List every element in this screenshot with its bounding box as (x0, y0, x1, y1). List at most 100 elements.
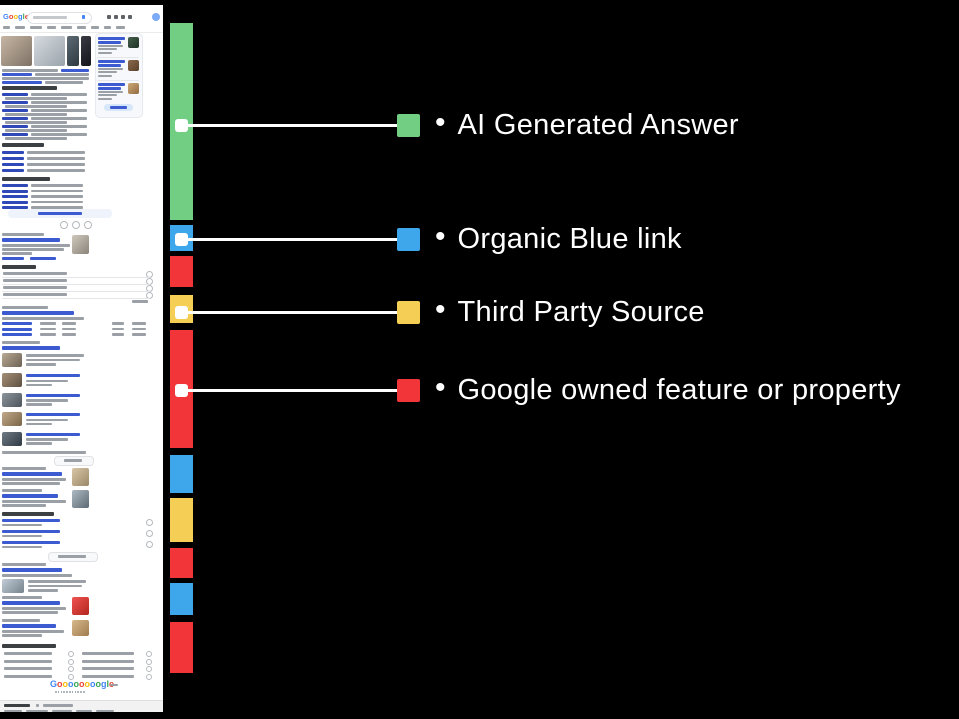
skeleton-line (26, 383, 52, 386)
skeleton-line (60, 691, 63, 693)
skeleton-line (77, 691, 79, 693)
legend-bullet: • (435, 106, 446, 139)
skeleton-line (31, 109, 87, 112)
skeleton-line (80, 691, 82, 693)
google-logo: Google (3, 12, 29, 21)
avatar (152, 13, 160, 21)
skeleton-line (132, 322, 146, 325)
skeleton-line (5, 97, 67, 100)
skeleton-line (2, 169, 24, 173)
video-thumbnail (2, 412, 22, 426)
chevron-icon (146, 530, 153, 537)
skeleton-line (104, 25, 111, 29)
skeleton-line (2, 519, 60, 523)
skeleton-line (98, 52, 112, 54)
connector-line (176, 123, 400, 127)
connector-dot (174, 305, 188, 319)
legend-label: Organic Blue link (457, 222, 682, 255)
skeleton-line (83, 691, 85, 693)
legend-item-google-owned-feature: • Google owned feature or property (397, 373, 901, 407)
skeleton-line (2, 523, 42, 527)
skeleton-line (15, 25, 25, 29)
connector-dot (174, 383, 188, 397)
skeleton-line (2, 86, 57, 90)
skeleton-line (0, 31, 163, 33)
skeleton-line (26, 432, 80, 436)
google-serp-screenshot: GoogleGoooooooogle (0, 5, 163, 712)
skeleton-line (2, 500, 66, 503)
skeleton-line (2, 77, 89, 80)
skeleton-line (98, 48, 117, 51)
skeleton-line (2, 189, 28, 193)
skeleton-line (116, 25, 125, 29)
skeleton-line (2, 512, 54, 516)
skeleton-line (132, 300, 148, 303)
legend-label: AI Generated Answer (457, 108, 739, 141)
carousel-image (34, 36, 65, 66)
skeleton-line (74, 691, 77, 693)
skeleton-line (2, 157, 24, 161)
chevron-icon (68, 651, 74, 657)
skeleton-line (26, 358, 80, 362)
skeleton-line (2, 634, 42, 637)
skeleton-line (2, 574, 72, 577)
legend-item-organic-blue-link: • Organic Blue link (397, 222, 682, 256)
skeleton-line (3, 272, 67, 275)
connector-line (176, 237, 400, 241)
legend-swatch-icon (397, 227, 420, 251)
skeleton-line (2, 472, 62, 476)
skeleton-line (2, 73, 32, 76)
skeleton-line (30, 257, 56, 260)
annotation-bar-column (170, 0, 193, 719)
chevron-icon (146, 673, 152, 680)
connector-dot (174, 118, 188, 132)
skeleton-line (2, 248, 64, 251)
thumbnail-image (72, 597, 89, 615)
sidebar-card-image (128, 37, 139, 48)
skeleton-line (62, 333, 76, 336)
skeleton-line (4, 659, 52, 663)
skeleton-line (112, 327, 124, 330)
skeleton-line (26, 393, 80, 397)
skeleton-line (2, 607, 66, 610)
skeleton-line (3, 25, 10, 29)
chevron-icon (68, 673, 74, 680)
skeleton-line (98, 75, 112, 77)
skeleton-line (91, 25, 99, 29)
skeleton-line (2, 69, 58, 72)
skeleton-line (2, 346, 60, 350)
skeleton-line (27, 151, 85, 154)
skeleton-line (2, 467, 46, 470)
skeleton-line (30, 25, 42, 29)
skeleton-line (2, 101, 28, 105)
skeleton-line (26, 379, 68, 382)
connector-line (176, 388, 400, 392)
skeleton-line (2, 619, 40, 622)
skeleton-line (2, 81, 42, 84)
skeleton-line (31, 133, 87, 136)
skeleton-line (5, 113, 67, 116)
skeleton-line (98, 98, 112, 100)
skeleton-line (2, 322, 32, 325)
skeleton-line (58, 555, 86, 558)
skeleton-line (26, 418, 68, 421)
skeleton-line (82, 659, 134, 663)
chevron-icon (146, 666, 152, 672)
skeleton-line (2, 482, 60, 485)
skeleton-line (28, 584, 82, 588)
skeleton-line (128, 15, 132, 19)
skeleton-line (97, 57, 139, 58)
skeleton-line (2, 530, 60, 534)
chevron-icon (146, 271, 153, 278)
legend-swatch-icon (397, 300, 420, 324)
skeleton-line (82, 15, 85, 19)
skeleton-line (63, 691, 65, 693)
thumbnail-image (72, 468, 89, 486)
skeleton-line (31, 93, 87, 96)
thumbnail-image (72, 235, 89, 254)
thumbnail-image (72, 490, 89, 508)
skeleton-line (2, 563, 46, 566)
skeleton-line (2, 327, 32, 331)
chevron-icon (146, 651, 152, 657)
pagination-logo: Goooooooogle (50, 679, 114, 689)
